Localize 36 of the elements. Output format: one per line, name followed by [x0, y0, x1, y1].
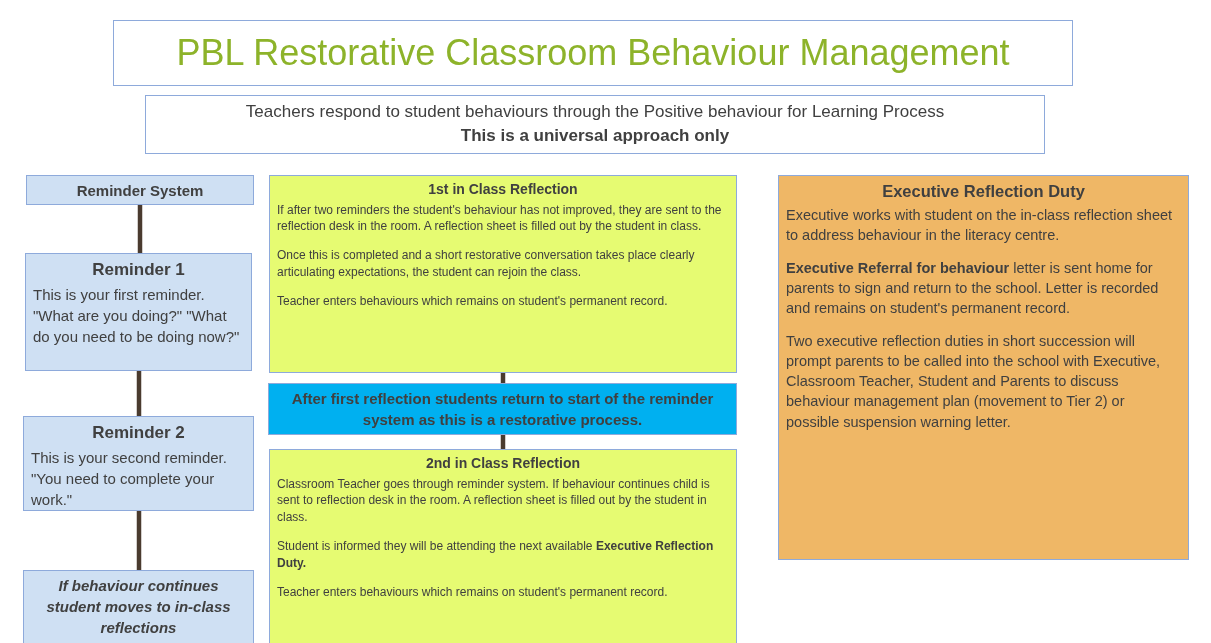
step-box [26, 175, 254, 205]
note-text: If behaviour continues student moves to in-class reflections [45, 576, 232, 638]
box-heading: Executive Reflection Duty [881, 181, 1086, 202]
box-heading: Reminder 1 [91, 259, 186, 281]
connector-line [136, 511, 142, 570]
body-text: Student is informed they will be attending the next available Executive Reflection Duty. [277, 538, 715, 572]
body-text: Classroom Teacher goes through reminder system. If behaviour continues child is sent to reflection desk in the room. A reflection sheet is filled out by the student in class. [277, 475, 711, 526]
body-text: If after two reminders the student's behaviour has not improved, they are sent to the reflection desk in the room. A reflection sheet is filled out by the student in class. [277, 201, 723, 236]
body-text: Teacher enters behaviours which remains on student's permanent record. [277, 292, 669, 310]
box-heading: 2nd in Class Reflection [424, 454, 581, 473]
connector-line [136, 371, 142, 416]
body-text: Once this is completed and a short restorative conversation takes place clearly articulating expectations, the student can rejoin the class. [277, 247, 696, 281]
body-text: This is your second reminder. "You need to complete your work." [31, 447, 228, 510]
body-text: Executive works with student on the in-class reflection sheet to address behaviour in the literacy centre. [786, 206, 1174, 246]
connector-line [500, 373, 506, 383]
connector-line [137, 205, 143, 253]
note-text: After first reflection students return to start of the reminder system as this is a restorative process. [290, 389, 715, 430]
step-box [23, 570, 254, 643]
step-box [269, 449, 737, 643]
note-text: This is a universal approach only [459, 124, 731, 147]
note-box [268, 383, 737, 435]
step-box [23, 416, 254, 511]
intro-box [145, 95, 1045, 154]
body-text: Teachers respond to student behaviours through the Positive behaviour for Learning Process [244, 101, 946, 123]
title: PBL Restorative Classroom Behaviour Management [176, 32, 1010, 74]
step-box [269, 175, 737, 373]
body-text: This is your first reminder. "What are you doing?" "What do you need to be doing now?" [33, 284, 241, 347]
body-text: Executive Referral for behaviour letter is sent home for parents to sign and return to the school. Letter is recorded and remains on student's permanent record. [786, 258, 1160, 319]
connector-line [500, 435, 506, 449]
body-text: Teacher enters behaviours which remains on student's permanent record. [277, 583, 669, 601]
step-box [778, 175, 1189, 560]
box-heading: Reminder System [75, 181, 205, 201]
body-text: Two executive reflection duties in short succession will prompt parents to be called into the school with Executive, Classroom Teacher, Student and Parents to discuss behaviour management plan (movement to Tier 2) or possible suspension warning letter. [786, 331, 1161, 432]
step-box [25, 253, 252, 371]
box-heading: Reminder 2 [91, 422, 186, 444]
box-heading: 1st in Class Reflection [427, 180, 579, 199]
